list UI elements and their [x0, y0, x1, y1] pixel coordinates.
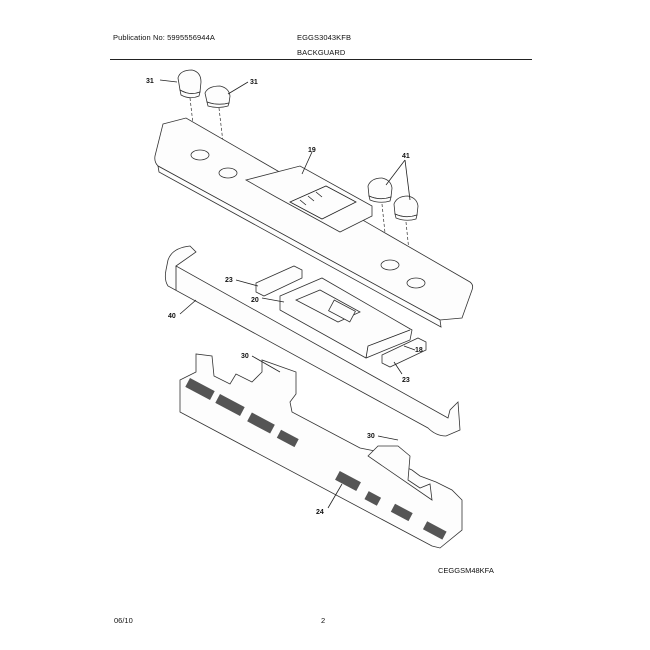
knob-part	[393, 195, 419, 221]
callout-control-panel: 19	[308, 147, 316, 154]
callout-back-panel-upper: 30	[241, 353, 249, 360]
footer-date: 06/10	[114, 616, 133, 625]
callout-board-part: 18	[415, 347, 423, 354]
knob-part	[204, 85, 231, 108]
page-number: 2	[321, 616, 326, 625]
callout-labels: 31 31 19 41 23 20 40 18 23 30 30 24	[146, 78, 423, 516]
back-panel-part	[179, 353, 463, 549]
control-board-part	[279, 277, 413, 359]
bracket-part	[255, 265, 303, 297]
knob-part	[367, 177, 393, 203]
callout-back-panel: 24	[316, 509, 324, 516]
publication-number: Publication No: 5995556944A	[113, 33, 215, 42]
section-title: BACKGUARD	[297, 48, 346, 57]
callout-knob-left: 31	[146, 78, 154, 85]
callout-knob-right: 41	[402, 153, 410, 160]
callout-bracket-upper: 23	[225, 277, 233, 284]
diagram-code: CEGGSM48KFA	[438, 566, 494, 575]
callout-trim: 40	[168, 313, 176, 320]
callout-back-panel-right: 30	[367, 433, 375, 440]
callout-knob-left-2: 31	[250, 79, 258, 86]
header-rule	[110, 59, 532, 60]
callout-control-board: 20	[251, 297, 259, 304]
control-panel-part	[154, 117, 474, 328]
knob-part	[177, 69, 202, 99]
callout-bracket-lower: 23	[402, 377, 410, 384]
trim-part	[164, 245, 461, 437]
model-number: EGGS3043KFB	[297, 33, 352, 42]
bracket-part	[381, 337, 427, 368]
leader-lines	[159, 79, 416, 509]
